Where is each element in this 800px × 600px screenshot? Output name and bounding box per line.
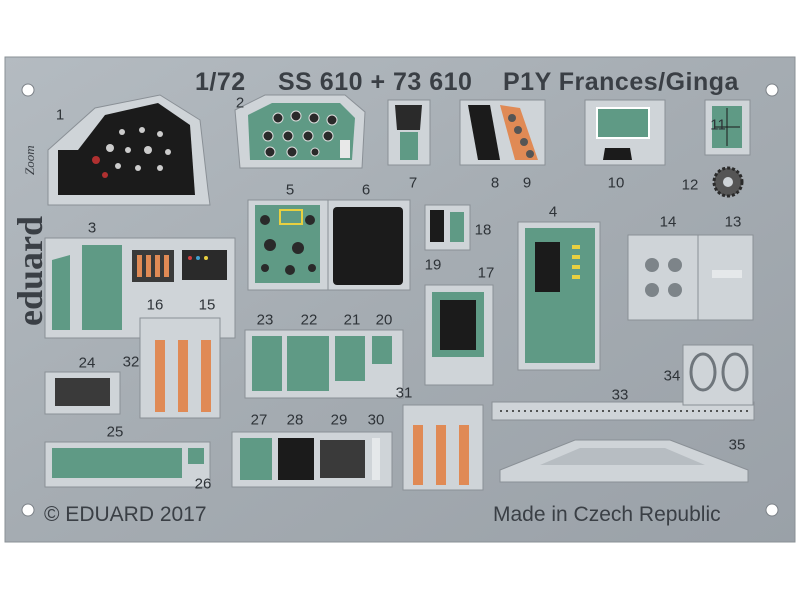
part-number-label: 34 bbox=[663, 367, 681, 385]
part-number-label: 33 bbox=[611, 386, 629, 404]
part-number-label: 10 bbox=[607, 174, 625, 192]
part-number-label: 9 bbox=[522, 174, 532, 192]
part-number-label: 25 bbox=[106, 423, 124, 441]
mount-hole bbox=[21, 503, 35, 517]
part-10-radio bbox=[584, 99, 666, 166]
part-24-panel bbox=[44, 371, 121, 415]
part-number-label: 1 bbox=[55, 106, 65, 124]
part-number-label: 32 bbox=[122, 353, 140, 371]
part-11-panel bbox=[704, 99, 751, 156]
mount-hole bbox=[765, 83, 779, 97]
part-number-label: 18 bbox=[474, 221, 492, 239]
part-27-30-panels bbox=[231, 431, 393, 488]
part-5-instrument-panel bbox=[247, 199, 329, 291]
part-number-label: 8 bbox=[490, 174, 500, 192]
part-number-label: 30 bbox=[367, 411, 385, 429]
part-number-label: 3 bbox=[87, 219, 97, 237]
part-number-label: 28 bbox=[286, 411, 304, 429]
part-number-label: 11 bbox=[710, 116, 726, 134]
part-number-label: 12 bbox=[681, 176, 699, 194]
part-number-label: 17 bbox=[477, 264, 495, 282]
part-number-label: 2 bbox=[235, 94, 245, 112]
part-number-label: 29 bbox=[330, 411, 348, 429]
part-number-label: 6 bbox=[361, 181, 371, 199]
part-31-harness bbox=[402, 404, 484, 491]
part-number-label: 27 bbox=[250, 411, 268, 429]
mount-hole bbox=[21, 83, 35, 97]
part-13-14-panels bbox=[627, 234, 754, 321]
origin-label: Made in Czech Republic bbox=[493, 503, 721, 526]
zoom-logo: Zoom bbox=[22, 145, 37, 175]
part-12-gear bbox=[712, 166, 744, 198]
part-number-label: 4 bbox=[548, 203, 558, 221]
part-1-instrument-panel bbox=[47, 94, 211, 206]
part-number-label: 26 bbox=[194, 475, 212, 493]
part-34-buckles bbox=[682, 344, 754, 406]
part-number-label: 5 bbox=[285, 181, 295, 199]
part-20-23-panels bbox=[244, 329, 404, 399]
part-number-label: 31 bbox=[395, 384, 413, 402]
part-18-19-boxes bbox=[424, 204, 471, 251]
part-number-label: 35 bbox=[728, 436, 746, 454]
part-2-panel bbox=[234, 94, 366, 169]
part-6-black-panel bbox=[327, 199, 411, 291]
part-33-strip bbox=[491, 401, 755, 421]
copyright-label: © EDUARD 2017 bbox=[44, 503, 207, 526]
eduard-logo: eduard bbox=[10, 215, 50, 326]
part-25-26-panels bbox=[44, 441, 211, 488]
mount-hole bbox=[765, 503, 779, 517]
part-number-label: 16 bbox=[146, 296, 164, 314]
part-number-label: 23 bbox=[256, 311, 274, 329]
part-number-label: 22 bbox=[300, 311, 318, 329]
part-4-console bbox=[517, 221, 601, 371]
part-7-seat-back bbox=[387, 99, 431, 166]
part-15-16-harness bbox=[139, 317, 221, 419]
part-number-label: 14 bbox=[659, 213, 677, 231]
part-number-label: 24 bbox=[78, 354, 96, 372]
part-17-box bbox=[424, 284, 494, 386]
scale-label: 1/72 bbox=[195, 68, 246, 96]
part-number-label: 21 bbox=[343, 311, 361, 329]
aircraft-label: P1Y Frances/Ginga bbox=[503, 68, 739, 96]
part-number-label: 15 bbox=[198, 296, 216, 314]
part-number-label: 13 bbox=[724, 213, 742, 231]
part-number-label: 19 bbox=[424, 256, 442, 274]
part-8-9-side-panels bbox=[459, 99, 546, 166]
part-number-label: 20 bbox=[375, 311, 393, 329]
set-numbers-label: SS 610 + 73 610 bbox=[278, 68, 473, 96]
part-35-rail bbox=[499, 439, 749, 483]
part-number-label: 7 bbox=[408, 174, 418, 192]
